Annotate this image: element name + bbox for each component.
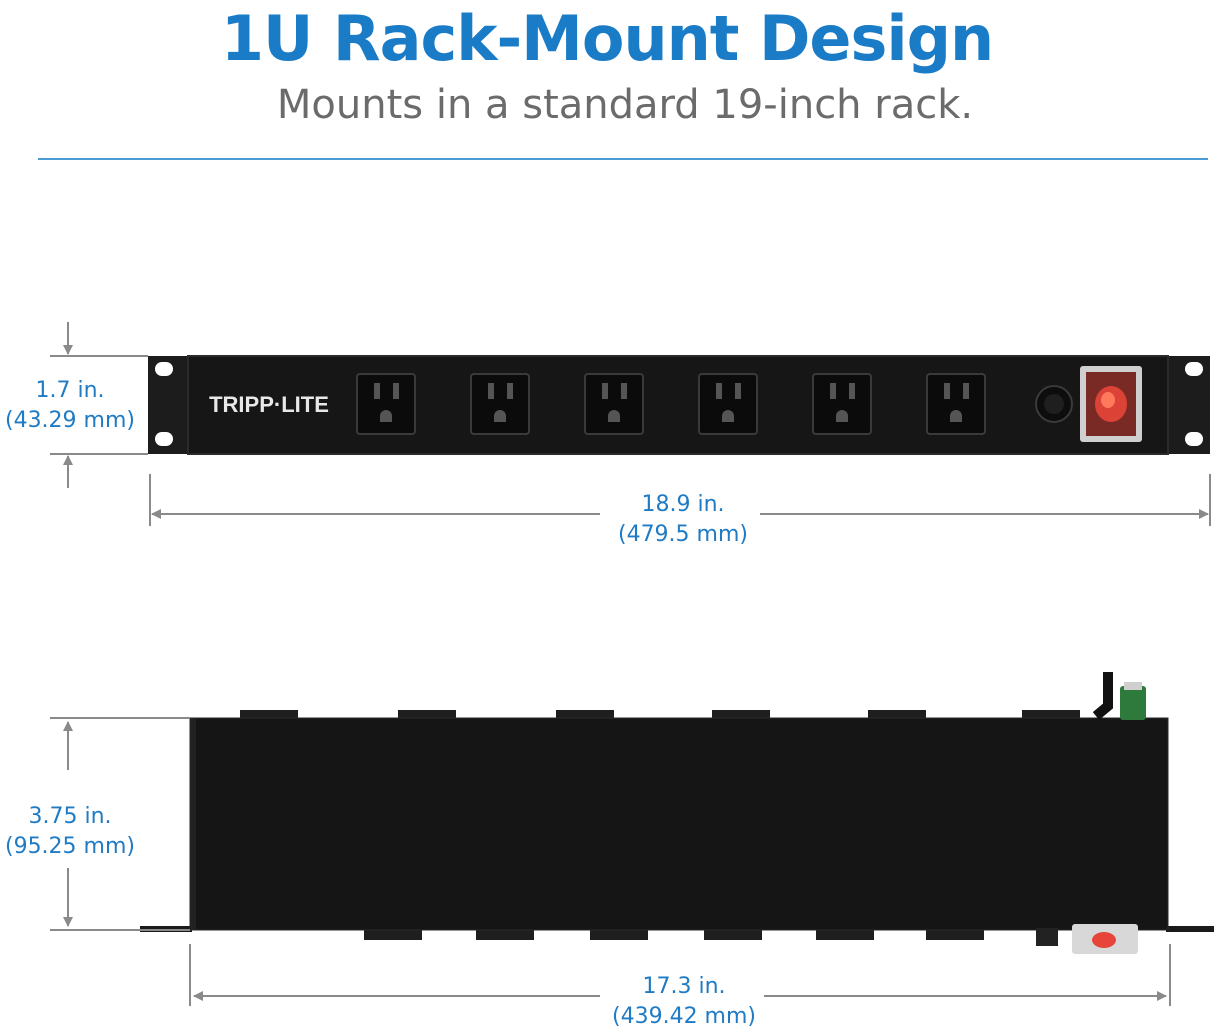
front-view-pdu: TRIPP·LITE bbox=[148, 355, 1210, 455]
outlet bbox=[698, 373, 758, 435]
page-title: 1U Rack-Mount Design bbox=[220, 2, 994, 75]
top-depth-mm: (95.25 mm) bbox=[4, 834, 135, 859]
ear-hole bbox=[1185, 432, 1203, 446]
top-depth-arrows bbox=[50, 717, 190, 931]
pdu-body-top bbox=[189, 717, 1169, 931]
top-depth-in: 3.75 in. bbox=[28, 804, 112, 829]
ear-hole bbox=[155, 432, 173, 446]
outlet bbox=[356, 373, 416, 435]
power-cord bbox=[1092, 672, 1113, 720]
front-width-label: 18.9 in. (479.5 mm) bbox=[583, 490, 783, 550]
outlet bbox=[926, 373, 986, 435]
front-width-in: 18.9 in. bbox=[641, 492, 725, 517]
top-depth-label: 3.75 in. (95.25 mm) bbox=[0, 802, 140, 862]
front-width-mm: (479.5 mm) bbox=[617, 522, 748, 547]
front-height-arrows bbox=[50, 322, 148, 488]
front-panel bbox=[187, 355, 1169, 455]
divider-line bbox=[38, 158, 1208, 160]
top-width-mm: (439.42 mm) bbox=[612, 1004, 756, 1029]
page-subtitle: Mounts in a standard 19-inch rack. bbox=[276, 82, 974, 128]
front-width-arrow bbox=[149, 474, 1211, 526]
top-view-pdu bbox=[140, 672, 1214, 954]
top-width-in: 17.3 in. bbox=[642, 974, 726, 999]
outlet bbox=[584, 373, 644, 435]
ear-hole bbox=[1185, 362, 1203, 376]
top-width-arrow bbox=[189, 944, 1171, 1006]
outlet bbox=[812, 373, 872, 435]
front-height-mm: (43.29 mm) bbox=[4, 408, 135, 433]
top-width-label: 17.3 in. (439.42 mm) bbox=[584, 972, 784, 1032]
outlet bbox=[470, 373, 530, 435]
front-height-in: 1.7 in. bbox=[35, 378, 105, 403]
brand-logo: TRIPP·LITE bbox=[209, 392, 329, 417]
brand-logo-area bbox=[204, 384, 334, 424]
front-height-label: 1.7 in. (43.29 mm) bbox=[0, 376, 140, 436]
ear-hole bbox=[155, 362, 173, 376]
